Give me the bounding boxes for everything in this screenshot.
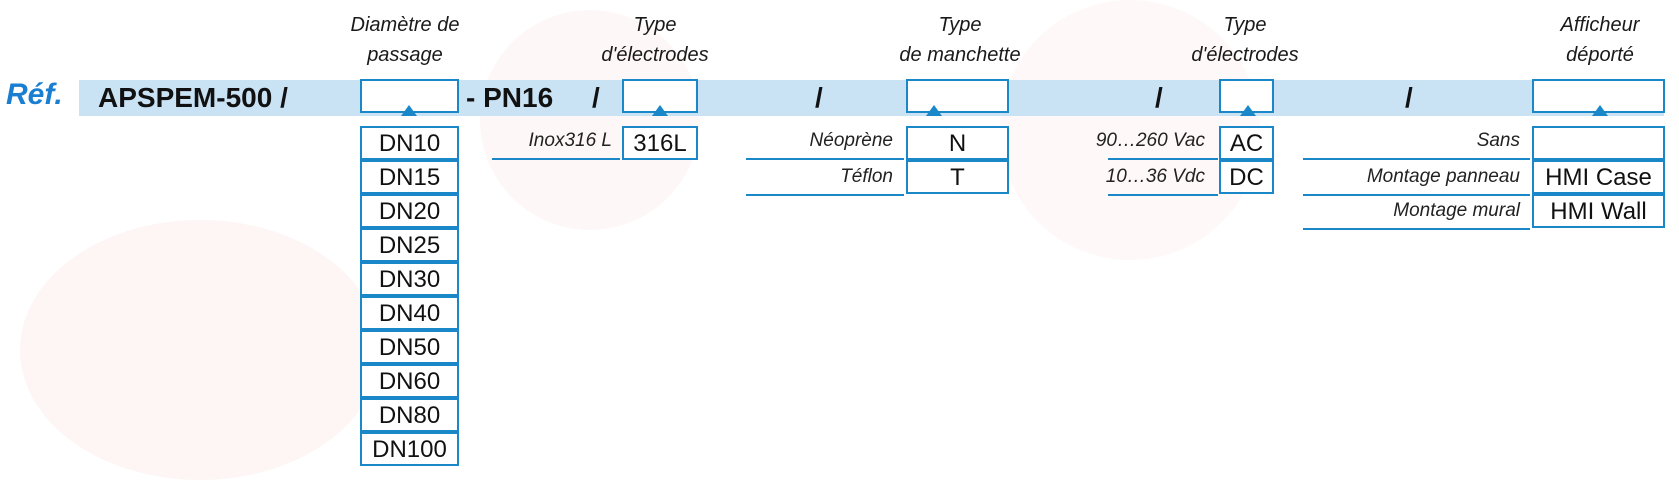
option-dn40[interactable]: DN40 [360,296,459,330]
option-dn60[interactable]: DN60 [360,364,459,398]
option-dn80[interactable]: DN80 [360,398,459,432]
option-dn20[interactable]: DN20 [360,194,459,228]
underline [1108,194,1218,196]
option-316l[interactable]: 316L [622,126,698,160]
electrode-label: Inox316 L [528,130,612,151]
separator-slash: / [815,82,823,113]
afficheur-label: Montage panneau [1366,166,1520,187]
option-t[interactable]: T [906,160,1009,194]
underline [1303,228,1530,230]
ref-label: Réf. [6,78,63,111]
arrow-up-icon [652,105,668,116]
afficheur-label: Sans [1476,130,1520,151]
model-code: APSPEM-500 / [98,82,288,113]
underline [1108,158,1218,160]
option-dn10[interactable]: DN10 [360,126,459,160]
pressure-code: - PN16 [466,82,554,113]
underline [746,194,904,196]
afficheur-label: Montage mural [1393,200,1520,221]
arrow-up-icon [926,105,942,116]
arrow-up-icon [1240,105,1256,116]
option-hmi-case[interactable]: HMI Case [1532,160,1665,194]
option-hmi-wall[interactable]: HMI Wall [1532,194,1665,228]
arrow-up-icon [1592,105,1608,116]
manchette-label: Téflon [840,166,893,187]
underline [1303,158,1530,160]
underline [1303,194,1530,196]
watermark-shape [20,220,380,480]
arrow-up-icon [401,105,417,116]
underline [492,158,620,160]
manchette-label: Néoprène [809,130,893,151]
option-dn25[interactable]: DN25 [360,228,459,262]
alim-label: 10…36 Vdc [1105,166,1205,187]
option-dn30[interactable]: DN30 [360,262,459,296]
manchette-slot[interactable] [906,79,1009,113]
option-dc[interactable]: DC [1219,160,1274,194]
option-dn50[interactable]: DN50 [360,330,459,364]
option-ac[interactable]: AC [1219,126,1274,160]
separator-slash: / [592,82,600,113]
option-dn15[interactable]: DN15 [360,160,459,194]
underline [746,158,904,160]
separator-slash: / [1155,82,1163,113]
option-dn100[interactable]: DN100 [360,432,459,466]
alim-label: 90…260 Vac [1095,130,1205,151]
option-n[interactable]: N [906,126,1009,160]
reference-band [79,80,1664,116]
option-sans[interactable] [1532,126,1665,160]
watermark-shape [1000,0,1260,260]
watermark-shape [480,10,700,230]
separator-slash: / [1405,82,1413,113]
